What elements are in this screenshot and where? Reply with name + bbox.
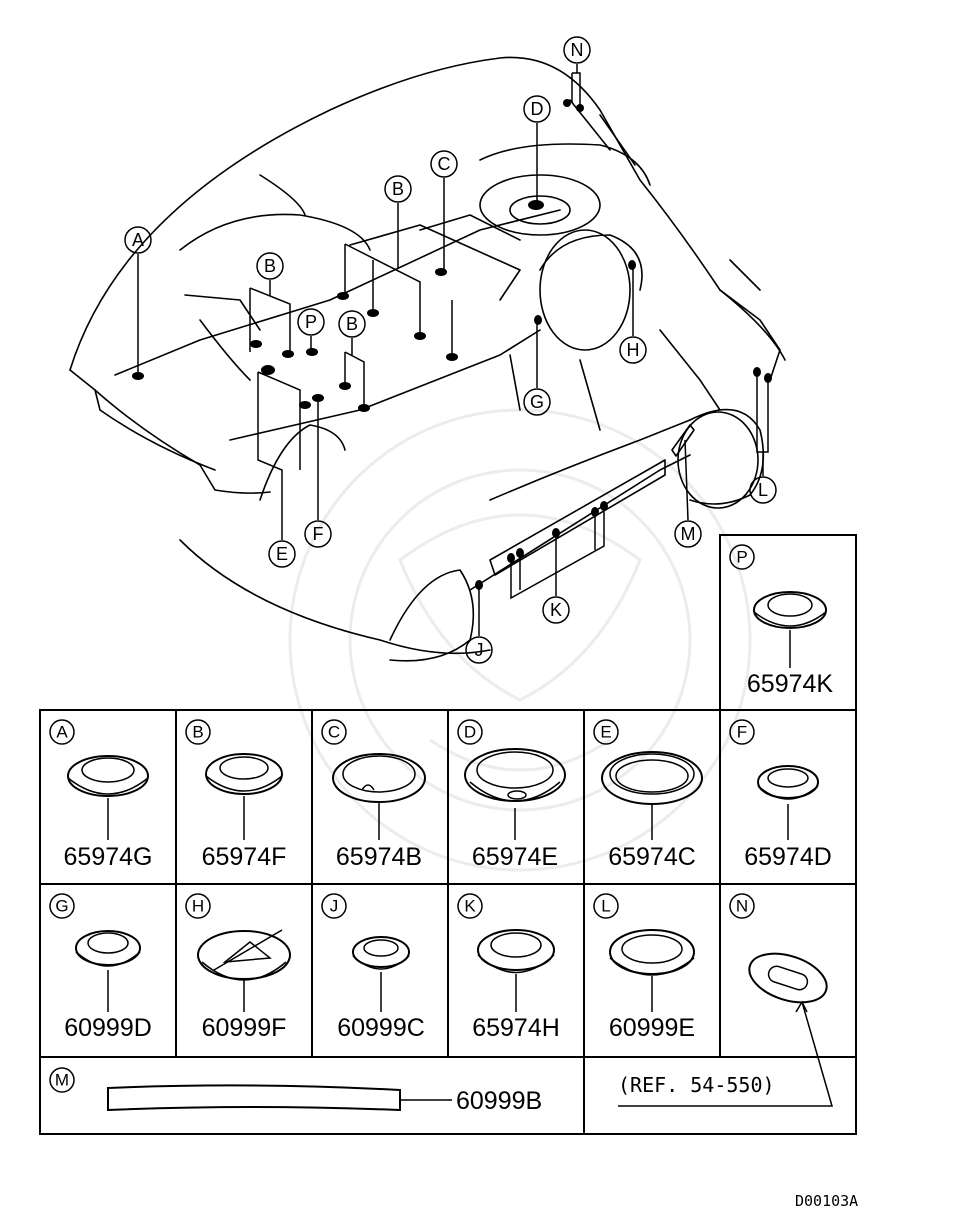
part-number-C: 65974B — [336, 843, 422, 871]
svg-text:G: G — [530, 392, 544, 412]
svg-text:B: B — [264, 256, 276, 276]
callout-L: L — [749, 476, 777, 504]
svg-text:P: P — [736, 548, 747, 567]
callout-K: K — [542, 596, 570, 624]
callout-C: C — [430, 150, 458, 178]
part-number-G: 60999D — [64, 1014, 152, 1042]
part-number-A: 65974G — [64, 843, 153, 871]
callout-B-1: B — [256, 252, 284, 280]
svg-text:A: A — [132, 230, 144, 250]
part-number-J: 60999C — [337, 1014, 425, 1042]
svg-text:C: C — [328, 723, 340, 742]
part-number-B: 65974F — [202, 843, 287, 871]
callout-J: J — [465, 636, 493, 664]
callout-P: P — [297, 308, 325, 336]
part-number-M: 60999B — [456, 1087, 542, 1115]
svg-text:F: F — [313, 524, 324, 544]
part-number-L: 60999E — [609, 1014, 695, 1042]
svg-text:F: F — [737, 723, 747, 742]
svg-text:(REF. 54-550): (REF. 54-550) — [618, 1073, 775, 1097]
svg-text:N: N — [736, 897, 748, 916]
part-number-F: 65974D — [744, 843, 832, 871]
callout-A: A — [124, 226, 152, 254]
callout-G: G — [523, 388, 551, 416]
part-cell-A: A 65974G — [49, 719, 153, 871]
part-cell-M: M 60999B — [49, 1067, 542, 1115]
callout-M: M — [674, 520, 702, 548]
svg-text:D: D — [531, 99, 544, 119]
part-number-K: 65974H — [472, 1014, 560, 1042]
callout-B-2: B — [384, 175, 412, 203]
part-cell-P: P 65974K — [729, 544, 834, 698]
svg-text:K: K — [464, 897, 476, 916]
part-cell-K: K 65974H — [457, 893, 560, 1042]
part-number-H: 60999F — [202, 1014, 287, 1042]
leader-lines — [137, 64, 769, 636]
n-reference-note: (REF. 54-550) — [618, 1000, 833, 1107]
parts-table-grid — [39, 534, 857, 1135]
part-cell-C: C 65974B — [321, 719, 426, 871]
svg-text:K: K — [550, 600, 562, 620]
svg-text:A: A — [56, 723, 68, 742]
svg-text:M: M — [55, 1071, 69, 1090]
svg-text:E: E — [600, 723, 611, 742]
part-cell-L: L 60999E — [593, 893, 695, 1042]
part-number-P: 65974K — [747, 670, 834, 698]
part-number-D: 65974E — [472, 843, 558, 871]
part-cell-D: D 65974E — [457, 719, 566, 871]
svg-text:B: B — [392, 179, 404, 199]
part-cell-F: F 65974D — [729, 719, 832, 871]
svg-text:N: N — [571, 40, 584, 60]
callout-H: H — [619, 336, 647, 364]
part-cell-N: N — [729, 893, 828, 1004]
svg-text:H: H — [192, 897, 204, 916]
vehicle-body-outline — [69, 56, 786, 662]
svg-text:E: E — [276, 544, 288, 564]
callout-B-3: B — [338, 310, 366, 338]
svg-text:B: B — [346, 314, 358, 334]
svg-text:G: G — [55, 897, 68, 916]
part-number-E: 65974C — [608, 843, 696, 871]
svg-text:D: D — [464, 723, 476, 742]
part-cell-G: G 60999D — [49, 893, 152, 1042]
callout-N: N — [563, 36, 591, 64]
part-cell-H: H 60999F — [185, 893, 291, 1042]
svg-text:L: L — [758, 480, 768, 500]
svg-text:H: H — [627, 340, 640, 360]
svg-text:J: J — [330, 897, 339, 916]
callout-D: D — [523, 95, 551, 123]
diagram-code: D00103A — [795, 1192, 858, 1210]
callout-F: F — [304, 520, 332, 548]
svg-text:L: L — [601, 897, 610, 916]
svg-text:J: J — [475, 640, 484, 660]
svg-text:P: P — [305, 312, 317, 332]
svg-text:C: C — [438, 154, 451, 174]
part-cell-B: B 65974F — [185, 719, 287, 871]
part-cell-J: J 60999C — [321, 893, 425, 1042]
callout-E: E — [268, 540, 296, 568]
svg-text:B: B — [192, 723, 203, 742]
part-cell-E: E 65974C — [593, 719, 703, 871]
svg-text:M: M — [681, 524, 696, 544]
